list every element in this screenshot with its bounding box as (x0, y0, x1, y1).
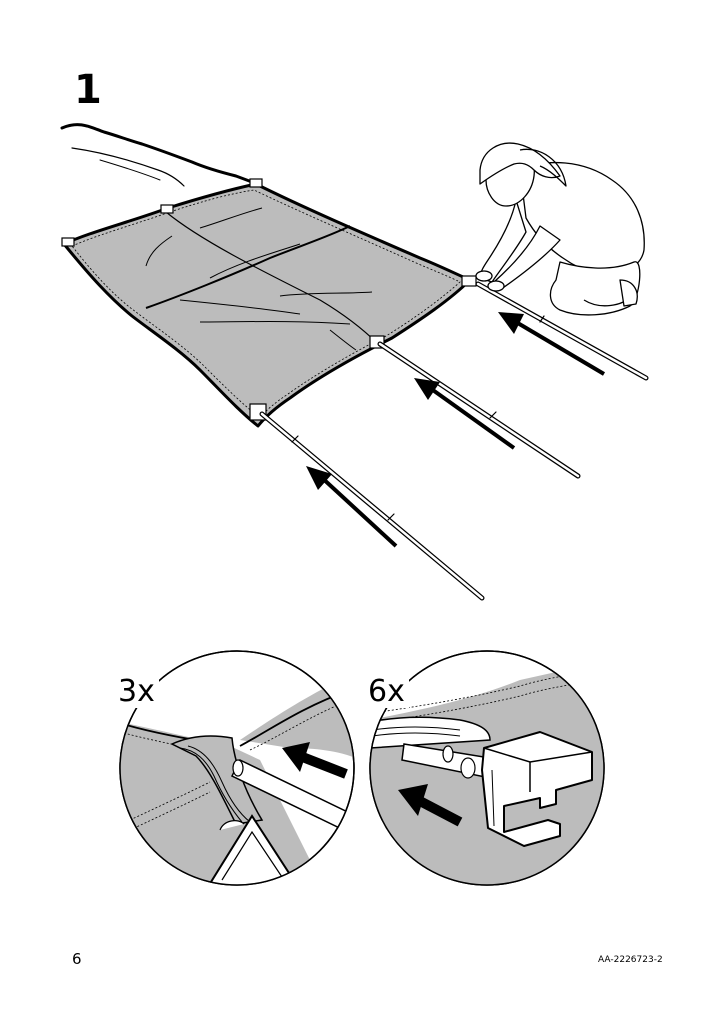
detail-circle-left (119, 650, 355, 886)
quantity-label-left: 3x (114, 676, 159, 708)
direction-arrow-icon (498, 312, 606, 376)
direction-arrow-icon (414, 378, 516, 450)
step-number: 1 (74, 67, 102, 113)
direction-arrow-icon (306, 466, 398, 548)
tent-poles (259, 281, 649, 601)
detail-circle-right (369, 650, 605, 886)
quantity-label-right: 6x (364, 676, 409, 708)
fabric-sheet (61, 178, 477, 428)
ground-edge (60, 123, 254, 187)
person-figure (475, 142, 645, 316)
page-number: 6 (72, 950, 82, 968)
direction-arrow-icon (282, 742, 348, 779)
direction-arrow-icon (398, 784, 463, 827)
document-code: AA-2226723-2 (598, 955, 663, 965)
